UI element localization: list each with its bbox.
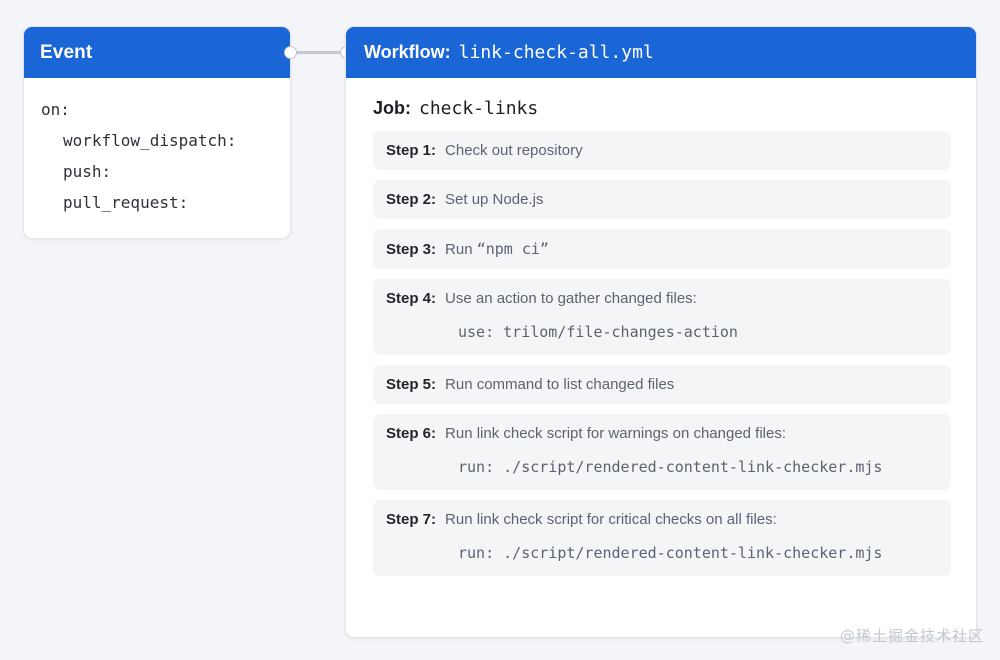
- step-description-text: Run link check script for critical check…: [445, 511, 777, 528]
- step-row: Step 7: Run link check script for critica…: [373, 500, 951, 576]
- step-row: Step 6: Run link check script for warning…: [373, 414, 951, 490]
- step-label: Step 4:: [386, 290, 437, 307]
- step-description-text: Run: [445, 241, 477, 258]
- connector-dot-source: [284, 46, 297, 59]
- connector-line: [291, 51, 347, 54]
- step-row: Step 1: Check out repository: [373, 131, 951, 170]
- step-label: Step 7:: [386, 511, 437, 528]
- event-card-header: Event: [24, 27, 290, 78]
- workflow-card: Workflow: link-check-all.yml Job: check-…: [345, 26, 977, 638]
- step-main-line: Step 4: Use an action to gather changed f…: [386, 290, 937, 307]
- step-row: Step 5: Run command to list changed files: [373, 365, 951, 404]
- workflow-card-header: Workflow: link-check-all.yml: [346, 27, 976, 78]
- step-main-line: Step 5: Run command to list changed files: [386, 376, 937, 393]
- step-code-line: run: ./script/rendered-content-link-chec…: [458, 544, 883, 562]
- event-card-body: on: workflow_dispatch: push: pull_request:: [24, 78, 290, 238]
- step-description-text: Run command to list changed files: [445, 376, 675, 393]
- step-description-text: Check out repository: [445, 142, 583, 159]
- event-yaml-line: workflow_dispatch:: [63, 131, 237, 150]
- step-code-line: use: trilom/file-changes-action: [458, 323, 738, 341]
- step-main-line: Step 1: Check out repository: [386, 142, 937, 159]
- event-title: Event: [40, 41, 93, 63]
- step-row: Step 2: Set up Node.js: [373, 180, 951, 219]
- event-yaml-line: push:: [63, 162, 112, 181]
- event-yaml-line: pull_request:: [63, 193, 189, 212]
- step-label: Step 5:: [386, 376, 437, 393]
- job-label: Job:: [373, 98, 411, 118]
- step-description: Set up Node.js: [445, 191, 543, 208]
- step-main-line: Step 3: Run “npm ci”: [386, 240, 937, 258]
- event-card: Event on: workflow_dispatch: push: pull_req…: [23, 26, 291, 239]
- step-label: Step 1:: [386, 142, 437, 159]
- workflow-filename: link-check-all.yml: [458, 42, 654, 63]
- step-description-text: Run link check script for warnings on ch…: [445, 425, 787, 442]
- step-row: Step 3: Run “npm ci”: [373, 229, 951, 269]
- step-label: Step 6:: [386, 425, 437, 442]
- step-row: Step 4: Use an action to gather changed f…: [373, 279, 951, 355]
- job-row: Job: check-links: [346, 78, 976, 131]
- step-description-text: Set up Node.js: [445, 191, 544, 208]
- step-description-code: “npm ci”: [476, 240, 549, 258]
- step-label: Step 3:: [386, 241, 437, 258]
- step-main-line: Step 7: Run link check script for critica…: [386, 511, 937, 528]
- step-description: Run link check script for warnings on ch…: [445, 425, 786, 442]
- step-description: Use an action to gather changed files:: [445, 290, 697, 307]
- step-main-line: Step 2: Set up Node.js: [386, 191, 937, 208]
- step-description-text: Use an action to gather changed files:: [445, 290, 697, 307]
- event-yaml-line: on:: [41, 100, 70, 119]
- step-description: Check out repository: [445, 142, 583, 159]
- watermark: @稀土掘金技术社区: [839, 627, 984, 645]
- step-description: Run command to list changed files: [445, 376, 674, 393]
- step-main-line: Step 6: Run link check script for warning…: [386, 425, 937, 442]
- job-name: check-links: [419, 98, 539, 119]
- step-label: Step 2:: [386, 191, 437, 208]
- step-description: Run link check script for critical check…: [445, 511, 777, 528]
- workflow-label: Workflow:: [364, 42, 451, 62]
- step-code-line: run: ./script/rendered-content-link-chec…: [458, 458, 883, 476]
- step-description: Run “npm ci”: [445, 240, 549, 258]
